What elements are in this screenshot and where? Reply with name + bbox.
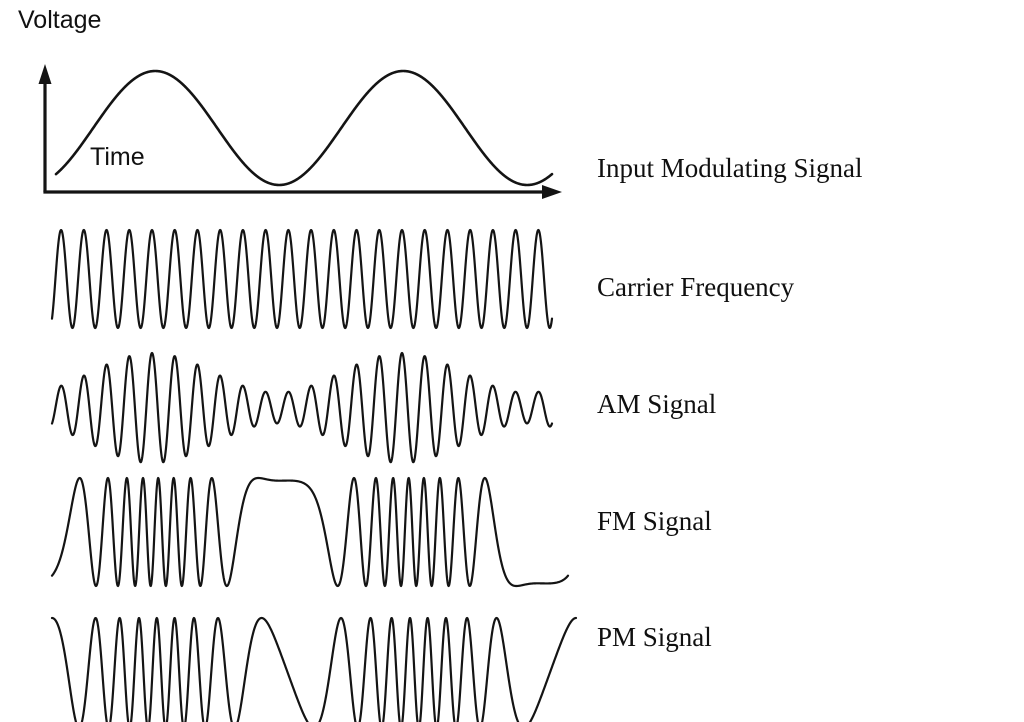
waveform-trace-message [54,69,554,187]
waveform-trace-pm [50,616,578,722]
waveform-traces [50,69,578,722]
trace-label-fm-signal: FM Signal [597,506,712,536]
waveform-trace-carrier [50,228,554,330]
voltage-time-axes [38,64,562,199]
voltage-axis-arrowhead [38,64,52,84]
trace-label-input-modulating-signal: Input Modulating Signal [597,153,863,183]
trace-label-am-signal: AM Signal [597,389,717,419]
waveform-trace-fm [50,476,570,588]
time-axis-label: Time [90,143,145,171]
time-axis-arrowhead [542,185,562,199]
trace-label-carrier-frequency: Carrier Frequency [597,272,795,302]
waveform-trace-am [50,351,554,464]
trace-label-pm-signal: PM Signal [597,622,712,652]
voltage-axis-label: Voltage [18,6,102,34]
